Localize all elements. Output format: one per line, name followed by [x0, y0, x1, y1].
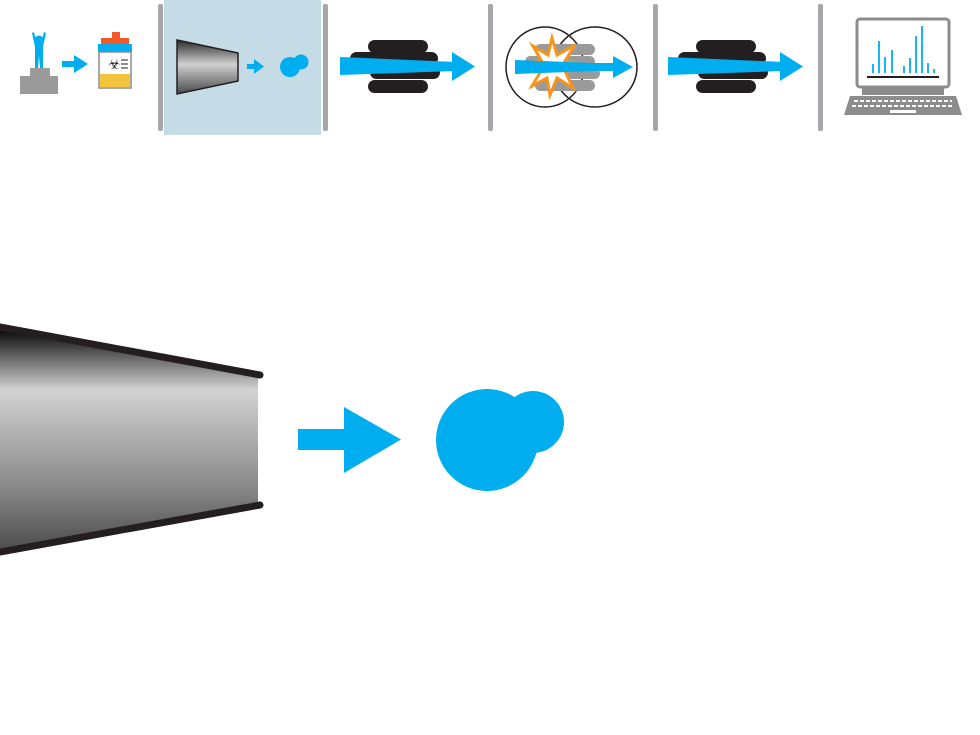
funnel-icon [0, 323, 264, 556]
process-step-strip: ☣ [0, 0, 980, 140]
step-separator [653, 4, 658, 131]
urine-sample-cup-icon: ☣ [98, 32, 132, 89]
step-separator [323, 4, 328, 131]
arrow-icon [62, 55, 88, 73]
ion-source-to-droplet-icon [176, 39, 309, 95]
ionization-detail-view [0, 323, 564, 556]
step-sample-collection: ☣ [0, 0, 155, 135]
step-collision-cell [495, 0, 652, 135]
step-data-analysis [826, 0, 980, 135]
collision-cell-burst-icon [505, 26, 638, 108]
athlete-on-podium-icon [20, 32, 58, 94]
step-first-mass-filter [330, 0, 487, 135]
quadrupole-rods-arrow-icon [668, 40, 803, 93]
laptop-spectrum-icon [844, 17, 962, 115]
step-ionization [164, 0, 321, 135]
step-separator [488, 4, 493, 131]
step-separator [818, 4, 823, 131]
flow-arrow-icon [298, 407, 401, 473]
quadrupole-rods-arrow-icon [340, 40, 475, 93]
step-separator [158, 4, 163, 131]
svg-text:☣: ☣ [108, 57, 121, 73]
athlete-podium-to-urine-cup-icon: ☣ [20, 32, 132, 94]
step-second-mass-filter [660, 0, 817, 135]
ion-droplet-icon [436, 389, 564, 491]
